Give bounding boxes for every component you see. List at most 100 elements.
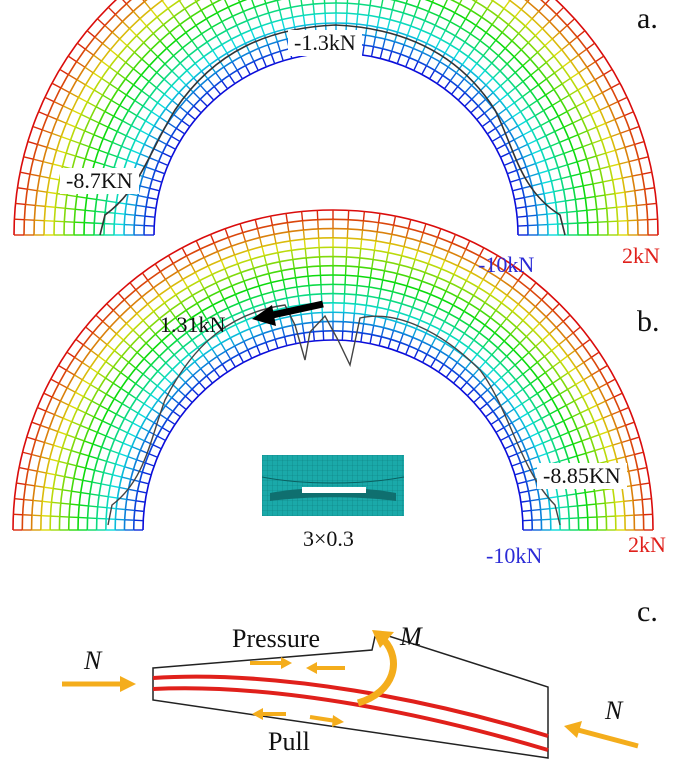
mesh-spoke [98, 149, 109, 155]
mesh-spoke [109, 327, 118, 335]
mesh-spoke [433, 237, 439, 247]
mesh-spoke [101, 77, 111, 85]
mesh-spoke [393, 31, 399, 42]
mesh-spoke [108, 495, 118, 499]
mesh-spoke [577, 504, 587, 507]
mesh-spoke [58, 460, 68, 465]
mesh-spoke [116, 507, 126, 511]
mesh-spoke [224, 268, 229, 278]
mesh-spoke [102, 320, 111, 329]
mesh-spoke [156, 71, 165, 80]
mesh-spoke [405, 315, 411, 326]
mesh-spoke [106, 344, 115, 352]
mesh-spoke [22, 451, 32, 456]
mesh-spoke [524, 18, 533, 27]
mesh-spoke [178, 92, 187, 100]
mesh-spoke [540, 145, 551, 151]
mesh-spoke [75, 126, 85, 132]
mesh-spoke [634, 451, 644, 456]
mesh-spoke [492, 0, 494, 1]
mesh-spoke [479, 403, 488, 411]
mesh-spoke [448, 348, 455, 357]
mesh-spoke [387, 339, 392, 349]
mesh-spoke [111, 31, 121, 40]
mesh-spoke [485, 77, 494, 86]
mesh-spoke [176, 339, 184, 348]
mesh-spoke [172, 410, 181, 418]
mesh-spoke [178, 0, 186, 10]
mesh-spoke [152, 349, 160, 357]
mesh-spoke [596, 152, 607, 157]
mesh-spoke [159, 271, 167, 280]
mesh-spoke [267, 44, 272, 55]
mesh-spoke [549, 115, 559, 122]
mesh-spoke [536, 213, 548, 216]
mesh-spoke [500, 152, 510, 158]
mesh-spoke [456, 354, 464, 363]
mesh-spoke [521, 436, 531, 442]
mesh-spoke [123, 299, 132, 308]
mesh-spoke [225, 329, 231, 339]
mesh-spoke [536, 387, 546, 395]
mesh-spoke [27, 188, 38, 192]
mesh-spoke [230, 38, 237, 49]
mesh-spoke [567, 349, 576, 357]
mesh-spoke [461, 280, 467, 290]
mesh-spoke [78, 96, 88, 103]
mesh-spoke [538, 428, 548, 434]
mesh-spoke [465, 240, 471, 250]
mesh-spoke [380, 279, 384, 290]
mesh-spoke [257, 16, 262, 27]
mesh-spoke [215, 282, 221, 292]
mesh-spoke [453, 50, 460, 60]
mesh-spoke [125, 78, 135, 86]
mesh-spoke [599, 105, 610, 111]
mesh-spoke [195, 25, 203, 35]
mesh-spoke [545, 55, 555, 63]
mesh-spoke [360, 332, 363, 343]
mesh-spoke [270, 282, 274, 292]
mesh-spoke [250, 29, 256, 40]
mesh-spoke [563, 149, 574, 155]
mesh-spoke [614, 191, 625, 195]
mesh-spoke [506, 56, 515, 65]
mesh-spoke [577, 84, 587, 91]
mesh-spoke [212, 50, 219, 60]
mesh-spoke [506, 287, 514, 296]
mesh-spoke [458, 333, 465, 342]
mesh-spoke [226, 52, 233, 63]
mesh-spoke [71, 421, 81, 426]
mesh-spoke [113, 398, 123, 405]
mesh-spoke [83, 344, 92, 352]
mesh-spoke [493, 362, 501, 370]
mesh-spoke [109, 66, 118, 74]
mesh-spoke [94, 36, 103, 44]
mesh-spoke [526, 478, 536, 483]
mesh-spoke [602, 414, 612, 419]
mesh-spoke [184, 8, 192, 18]
mesh-spoke [117, 292, 125, 301]
mesh-spoke [490, 418, 500, 426]
mesh-spoke [544, 38, 553, 47]
mesh-spoke [444, 44, 451, 54]
mesh-spoke [410, 16, 415, 27]
mesh-spoke [99, 404, 109, 411]
mesh-spoke [396, 22, 402, 33]
mesh-spoke [216, 312, 223, 322]
mesh-spoke [90, 383, 99, 390]
mesh-spoke [376, 17, 380, 28]
mesh-spoke [476, 346, 484, 355]
mesh-spoke [358, 0, 360, 5]
mesh-spoke [421, 65, 428, 75]
mesh-spoke [638, 156, 649, 160]
mesh-spoke [583, 183, 594, 187]
mesh-spoke [634, 140, 645, 146]
mesh-spoke [641, 171, 652, 175]
mesh-spoke [195, 325, 203, 334]
mesh-spoke [563, 416, 573, 422]
mesh-spoke [500, 294, 508, 304]
mesh-spoke [524, 194, 535, 199]
mesh-spoke [125, 61, 134, 70]
mesh-spoke [615, 146, 626, 151]
mesh-spoke [190, 263, 196, 273]
